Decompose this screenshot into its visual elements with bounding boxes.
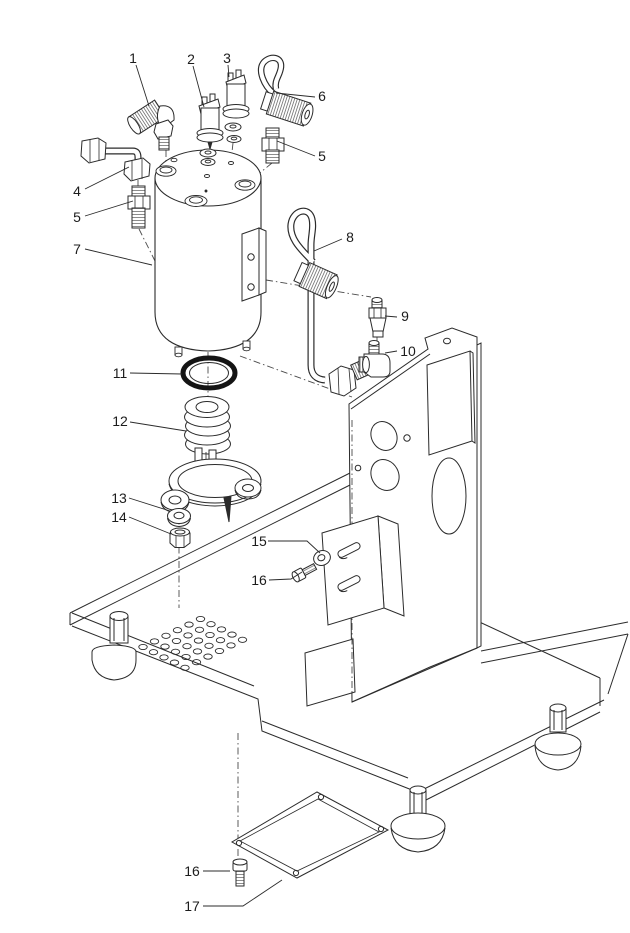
panel-cutout-oval bbox=[370, 459, 400, 491]
leader-5-left bbox=[84, 200, 134, 217]
probe-spike bbox=[223, 495, 232, 523]
thermostat-3 bbox=[222, 69, 250, 143]
leader-2 bbox=[192, 65, 205, 108]
pipe-fitting-4 bbox=[80, 137, 151, 182]
leader-5-right bbox=[276, 140, 316, 157]
leveling-stud bbox=[549, 703, 567, 733]
screw-16 bbox=[291, 562, 318, 583]
pipe-8 bbox=[287, 207, 378, 397]
fitting-9 bbox=[368, 297, 387, 338]
part-label-3: 3 bbox=[223, 50, 231, 66]
leader-4 bbox=[84, 166, 130, 190]
leader-lines bbox=[84, 64, 398, 907]
boiler bbox=[154, 149, 267, 358]
o-ring-11 bbox=[180, 355, 238, 391]
leader-9 bbox=[384, 315, 398, 318]
part-label-2: 2 bbox=[187, 51, 195, 67]
screw-16-bottom bbox=[232, 858, 248, 887]
pipe-nut bbox=[328, 365, 357, 397]
boiler-bracket bbox=[241, 227, 267, 302]
part-label-9: 9 bbox=[401, 308, 409, 324]
base-frame bbox=[69, 471, 629, 853]
panel-hole bbox=[354, 464, 362, 472]
leveling-foot bbox=[390, 812, 446, 853]
panel-cutout-rect-lower bbox=[304, 638, 356, 707]
flange-ear bbox=[160, 489, 190, 511]
bracket-slot bbox=[337, 575, 361, 591]
leader-12 bbox=[129, 421, 187, 432]
nut-14 bbox=[169, 527, 191, 548]
boiler-stud bbox=[174, 340, 251, 358]
leader-13 bbox=[128, 497, 171, 512]
boiler-port bbox=[155, 157, 256, 207]
nipple-5-left bbox=[127, 185, 151, 229]
heating-element-12 bbox=[160, 396, 262, 523]
part-label-4: 4 bbox=[73, 183, 81, 199]
leader-1 bbox=[135, 64, 150, 107]
part-label-5-right: 5 bbox=[318, 148, 326, 164]
leader-7 bbox=[84, 248, 153, 266]
part-label-5-left: 5 bbox=[73, 209, 81, 225]
elbow-fitting-1 bbox=[127, 99, 175, 151]
part-label-11: 11 bbox=[113, 365, 128, 381]
leader-14 bbox=[128, 516, 172, 535]
panel-cutout-oval bbox=[370, 421, 398, 451]
part-label-12: 12 bbox=[112, 413, 128, 429]
part-label-7: 7 bbox=[73, 241, 81, 257]
nipple-5-right bbox=[261, 127, 285, 164]
part-label-6: 6 bbox=[318, 88, 326, 104]
leveling-foot bbox=[534, 732, 582, 771]
flange-ear bbox=[234, 478, 262, 498]
part-label-16: 16 bbox=[251, 572, 267, 588]
part-label-14: 14 bbox=[111, 509, 127, 525]
leveling-stud bbox=[409, 785, 427, 819]
part-label-13: 13 bbox=[111, 490, 127, 506]
panel-hole bbox=[403, 434, 411, 442]
part-label-1: 1 bbox=[129, 50, 137, 66]
part-label-15: 15 bbox=[251, 533, 267, 549]
elbow-fitting-10 bbox=[358, 340, 391, 378]
slot-bracket bbox=[321, 515, 405, 626]
leader-3 bbox=[227, 64, 230, 78]
leader-8 bbox=[313, 238, 343, 252]
washer bbox=[199, 148, 217, 166]
part-label-17: 17 bbox=[184, 898, 200, 914]
leader-15 bbox=[268, 540, 321, 554]
panel-cutout-rect bbox=[426, 350, 476, 456]
panel-cutout-oval-large bbox=[431, 457, 467, 535]
bottom-plate bbox=[230, 791, 390, 879]
part-label-10: 10 bbox=[400, 343, 416, 359]
part-labels: 1 2 3 6 5 4 5 7 8 9 10 11 12 13 14 15 16… bbox=[73, 50, 416, 914]
bracket-slot bbox=[337, 542, 361, 558]
washer-13 bbox=[167, 508, 191, 528]
leveling-stud bbox=[109, 611, 129, 644]
leader-16 bbox=[268, 571, 303, 581]
perforation-holes bbox=[138, 615, 248, 671]
leader-11 bbox=[129, 372, 183, 375]
vacuum-valve-6 bbox=[257, 54, 314, 127]
washer-15 bbox=[313, 550, 331, 566]
part-label-16-bottom: 16 bbox=[184, 863, 200, 879]
tab-hole bbox=[443, 337, 451, 345]
leveling-foot bbox=[91, 644, 137, 681]
thermostat-2 bbox=[196, 93, 224, 166]
part-label-8: 8 bbox=[346, 229, 354, 245]
leader-10 bbox=[384, 350, 398, 354]
leader-17 bbox=[203, 879, 283, 907]
washer bbox=[224, 122, 242, 143]
leader-6 bbox=[275, 92, 316, 98]
